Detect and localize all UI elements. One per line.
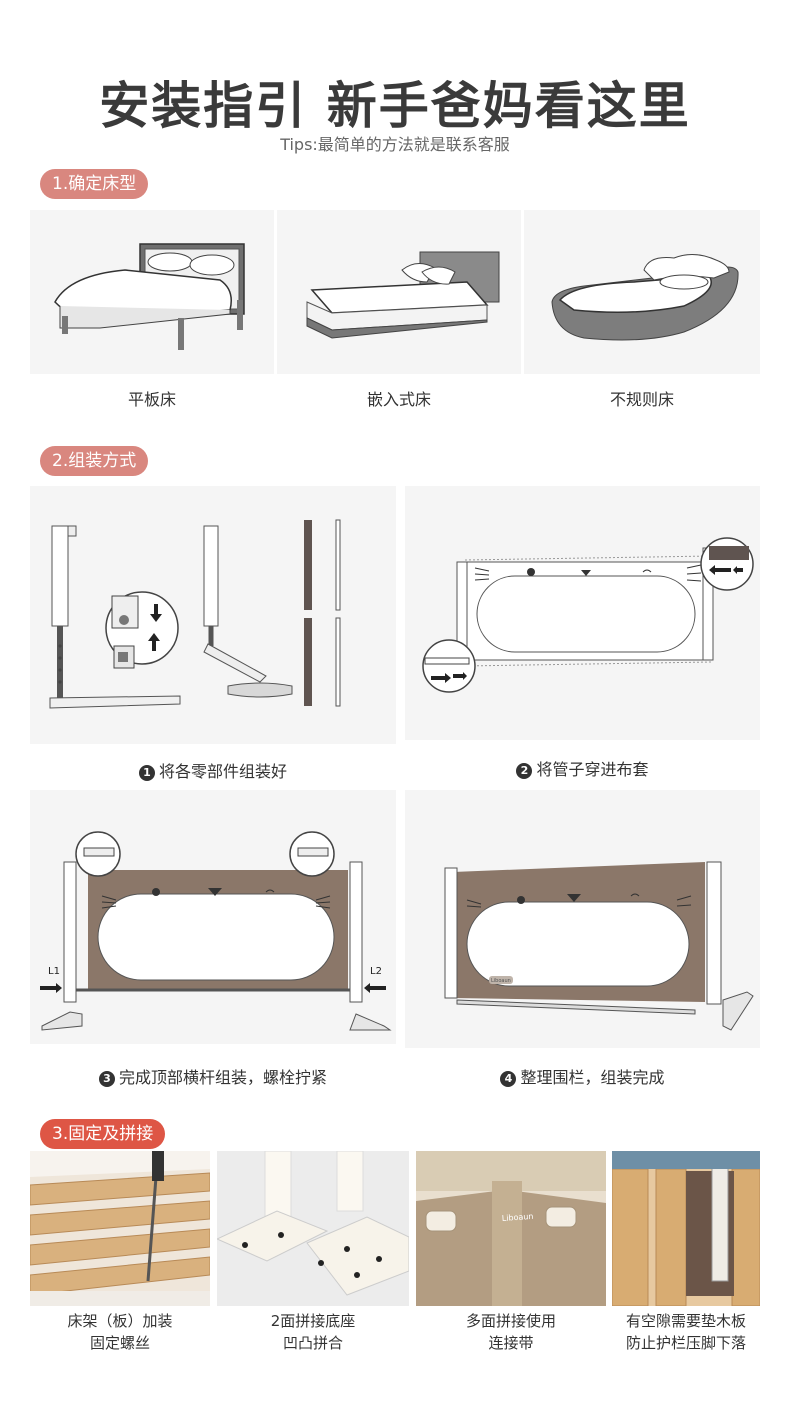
section-3-label: 3.固定及拼接: [40, 1119, 166, 1149]
base-joint-caption-line1: 2面拼接底座: [270, 1312, 356, 1330]
connecting-strap-caption-line2: 连接带: [488, 1334, 534, 1352]
right-marker-label: L2: [370, 966, 382, 977]
base-joint-caption: 2面拼接底座 凹凸拼合: [217, 1310, 409, 1354]
bed-frame-caption: 床架（板）加装 固定螺丝: [30, 1310, 210, 1354]
wood-board-caption: 有空隙需要垫木板 防止护栏压脚下落: [606, 1310, 766, 1354]
step-4-image: Liboaun: [405, 790, 760, 1048]
bed-frame-caption-line1: 床架（板）加装: [67, 1312, 173, 1330]
wood-board-caption-line2: 防止护栏压脚下落: [625, 1334, 746, 1352]
step-1-number: 1: [138, 765, 155, 781]
bed-frame-caption-line2: 固定螺丝: [89, 1334, 150, 1352]
connecting-strap-caption-line1: 多面拼接使用: [465, 1312, 556, 1330]
left-marker-label: L1: [48, 966, 60, 977]
page-title: 安装指引 新手爸妈看这里: [99, 77, 691, 135]
rail-brand-label: Liboaun: [491, 978, 511, 984]
connecting-strap-photo: Liboaun: [416, 1151, 606, 1306]
bed-frame-screw-photo: [30, 1151, 210, 1306]
step-3-text: 完成顶部横杆组装，螺栓拧紧: [118, 1068, 327, 1087]
base-joint-photo: [217, 1151, 409, 1306]
section-2-label: 2.组装方式: [40, 446, 149, 476]
embedded-bed-image: [277, 210, 521, 374]
flat-bed-image: [30, 210, 274, 374]
flat-bed-caption: 平板床: [127, 390, 176, 409]
step-2-image: [405, 486, 760, 740]
wood-board-gap-photo: [612, 1151, 760, 1306]
step-1-image: [30, 486, 396, 744]
irregular-bed-image: [524, 210, 760, 374]
step-3-image: L1 L2: [30, 790, 396, 1044]
step-1-text: 将各零部件组装好: [158, 762, 287, 781]
step-3-number: 3: [98, 1071, 115, 1087]
step-2-text: 将管子穿进布套: [536, 760, 649, 779]
step-4-text: 整理围栏，组装完成: [520, 1068, 665, 1087]
section-1-label: 1.确定床型: [40, 169, 149, 199]
irregular-bed-caption: 不规则床: [609, 390, 674, 409]
step-4-number: 4: [500, 1071, 517, 1087]
strap-brand-label: Liboaun: [502, 1212, 534, 1223]
embedded-bed-caption: 嵌入式床: [366, 390, 431, 409]
page-subtitle: Tips:最简单的方法就是联系客服: [280, 135, 510, 154]
wood-board-caption-line1: 有空隙需要垫木板: [625, 1312, 746, 1330]
step-2-number: 2: [516, 763, 533, 779]
base-joint-caption-line2: 凹凸拼合: [282, 1334, 343, 1352]
connecting-strap-caption: 多面拼接使用 连接带: [416, 1310, 606, 1354]
